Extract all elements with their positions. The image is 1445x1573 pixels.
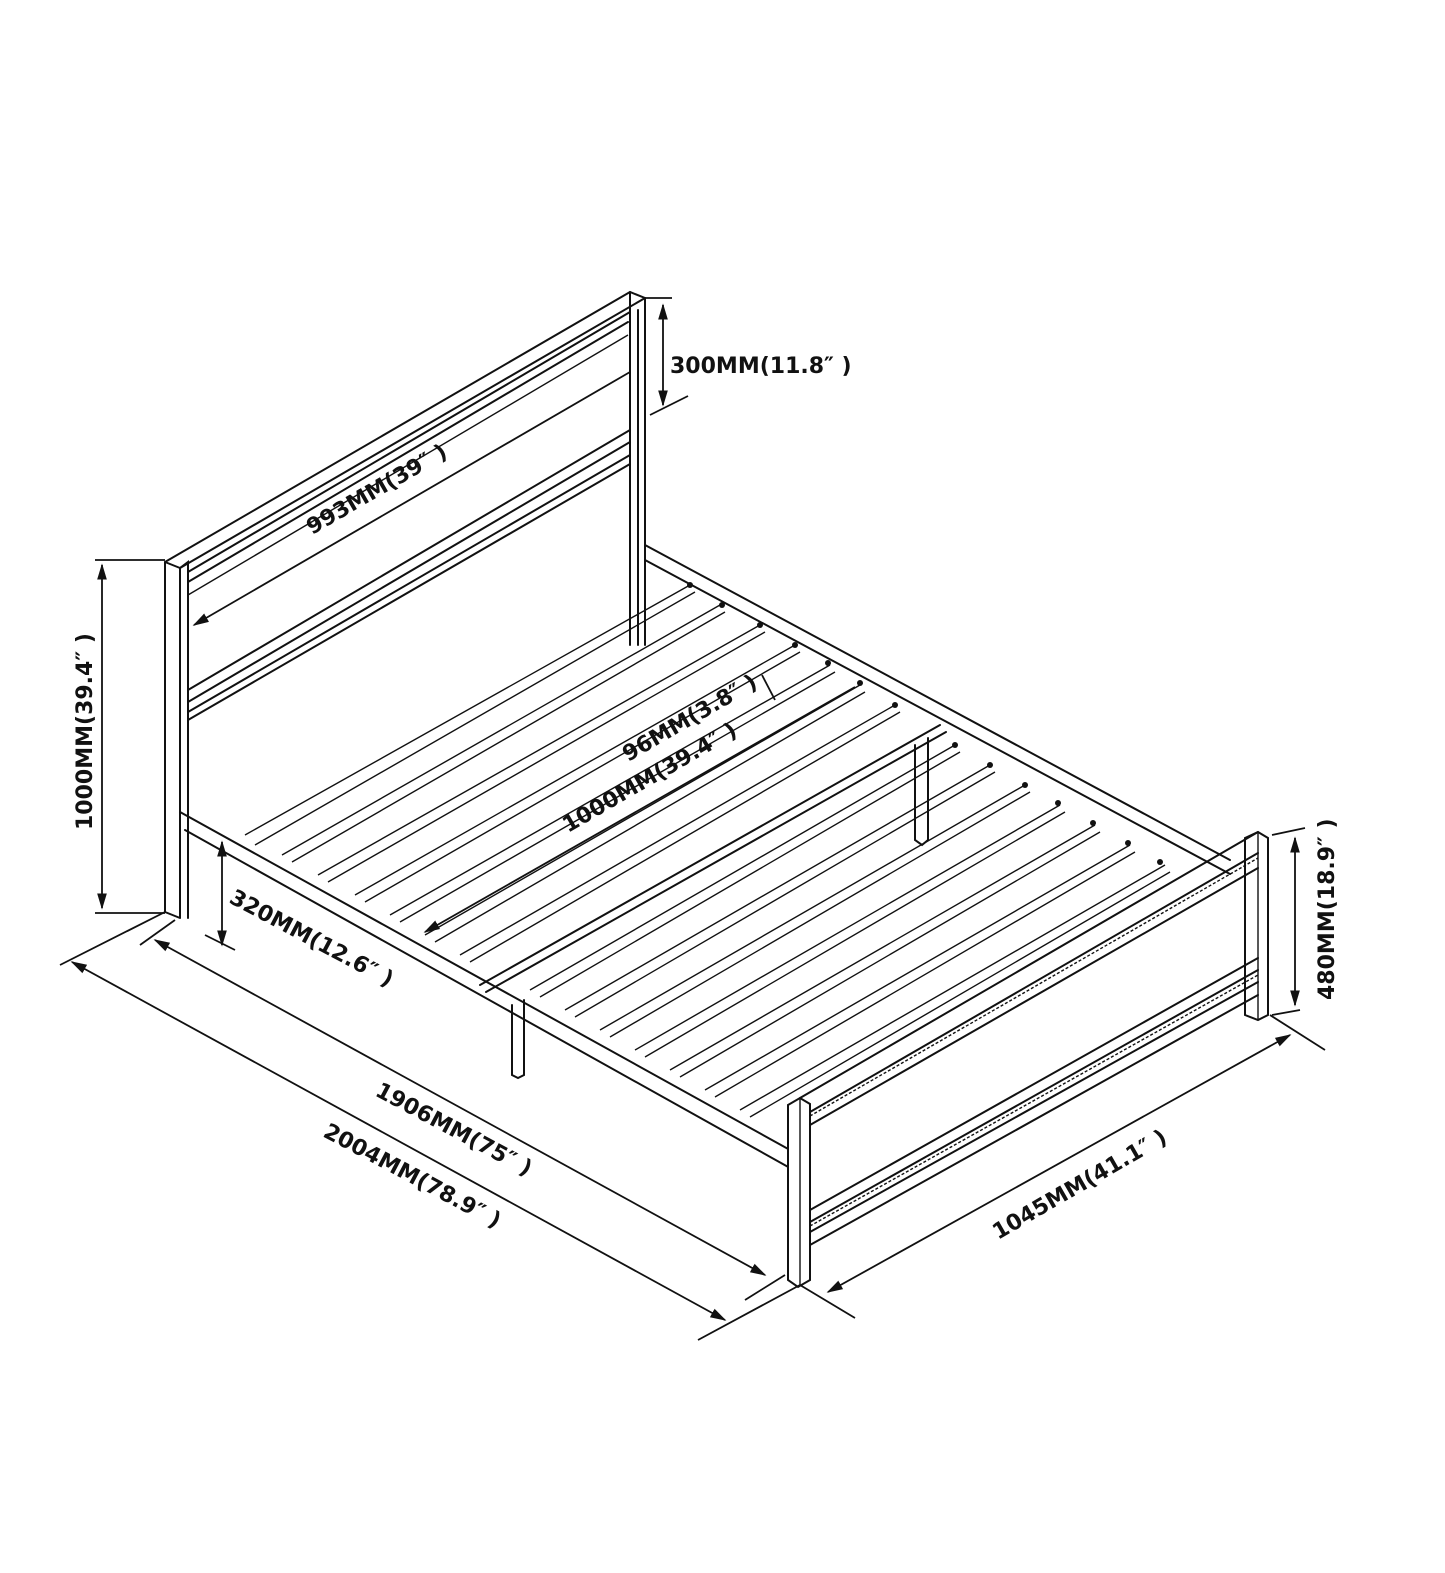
label-overall-width: 1045MM(41.1″ ) — [989, 1125, 1172, 1245]
headboard — [164, 290, 648, 919]
label-footboard-height: 480MM(18.9″ ) — [1315, 818, 1340, 1000]
bed-slats — [244, 582, 1171, 1118]
dimension-labels: 300MM(11.8″ ) 993MM(39″ ) 1000MM(39.4″ )… — [73, 354, 1340, 1245]
label-headboard-total-height: 1000MM(39.4″ ) — [73, 633, 98, 830]
label-headboard-panel-height: 300MM(11.8″ ) — [670, 354, 852, 379]
dimension-lines — [59, 297, 1326, 1341]
